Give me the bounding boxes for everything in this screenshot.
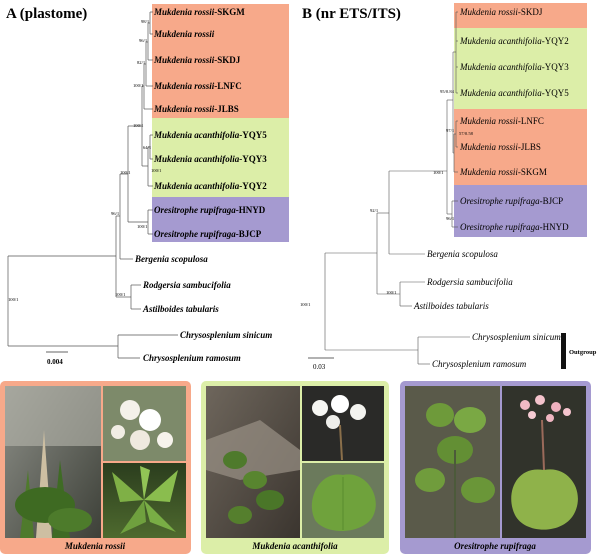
support-label: 100/1 [300, 302, 311, 307]
taxon-label: Mukdenia rossii-SKGM [459, 167, 547, 177]
taxon-label: Mukdenia rossii-SKGM [153, 7, 245, 17]
taxon-label: Mukdenia acanthifolia-YQY5 [153, 130, 267, 140]
support-label: 96/1 [446, 216, 455, 221]
tree-a-branches [7, 11, 178, 359]
tree-b-branches [324, 11, 470, 365]
taxon-label: Chrysosplenium sinicum [180, 330, 272, 340]
scale-label-a: 0.004 [47, 358, 63, 366]
support-label: 98/1 [141, 19, 150, 24]
oresitrophe-group-box-b [454, 185, 587, 237]
taxon-label: Mukdenia rossii-JLBS [153, 104, 239, 114]
support-label: 97/1 [446, 128, 455, 133]
support-label: 100/1 [386, 290, 397, 295]
rossii-group-box-b2 [454, 109, 587, 185]
taxon-label: Oresitrophe rupifraga-HNYD [154, 205, 266, 215]
support-label: 100/1 [133, 83, 144, 88]
support-label: 100/1 [115, 292, 126, 297]
taxon-label: Chrysosplenium ramosum [143, 353, 241, 363]
support-label: 100/1 [151, 168, 162, 173]
support-label: 100/1 [133, 123, 144, 128]
support-label: 96/1 [139, 38, 148, 43]
support-label: 100/1 [433, 170, 444, 175]
acanthifolia-group-box [152, 118, 289, 197]
taxa-a: Mukdenia rossii-SKGM Mukdenia rossii Muk… [134, 7, 272, 363]
photo-caption: Mukdenia acanthifolia [251, 541, 338, 551]
taxa-b: Mukdenia rossii-SKDJ Mukdenia acanthifol… [413, 7, 569, 369]
taxon-label: Mukdenia rossii-LNFC [459, 116, 544, 126]
taxon-label: Mukdenia acanthifolia-YQY3 [459, 62, 569, 72]
support-values-a: 98/1 96/1 82/1 100/1 100/1 64/1 100/1 10… [8, 19, 162, 302]
outgroup-label: Outgroup [569, 349, 597, 356]
taxon-label: Mukdenia acanthifolia-YQY2 [459, 36, 569, 46]
acanthifolia-group-box-b [454, 28, 587, 109]
photo-caption: Oresitrophe rupifraga [454, 541, 536, 551]
support-label: 100/1 [8, 297, 19, 302]
taxon-label: Rodgersia sambucifolia [426, 277, 513, 287]
support-label: 57/0.58 [459, 131, 474, 136]
taxon-label: Mukdenia acanthifolia-YQY2 [153, 181, 267, 191]
support-label: 64/1 [143, 145, 152, 150]
taxon-label: Bergenia scopulosa [134, 254, 208, 264]
taxon-label: Bergenia scopulosa [427, 249, 498, 259]
taxon-label: Mukdenia acanthifolia-YQY5 [459, 88, 569, 98]
scale-label-b: 0.03 [313, 363, 326, 371]
panel-b-title: B (nr ETS/ITS) [302, 6, 401, 22]
support-label: 95/0.84 [440, 89, 455, 94]
taxon-label: Mukdenia rossii-LNFC [153, 81, 242, 91]
taxon-label: Chrysosplenium sinicum [472, 332, 561, 342]
taxon-label: Mukdenia rossii-SKDJ [153, 55, 241, 65]
photo-caption: Mukdenia rossii [64, 541, 126, 551]
photo-panel-oresitrophe-rupifraga: Oresitrophe rupifraga [400, 381, 591, 554]
rossii-group-box [152, 4, 289, 118]
photo-panel-mukdenia-rossii: Mukdenia rossii [0, 381, 191, 554]
support-label: 100/1 [120, 170, 131, 175]
taxon-label: Rodgersia sambucifolia [142, 280, 231, 290]
taxon-label: Oresitrophe rupifraga-BJCP [460, 196, 563, 206]
support-label: 82/1 [137, 60, 146, 65]
oresitrophe-group-box [152, 197, 289, 242]
support-values-b: 95/0.84 97/1 57/0.58 100/1 96/1 92/1 100… [300, 89, 474, 307]
taxon-label: Oresitrophe rupifraga-BJCP [154, 229, 262, 239]
taxon-label: Oresitrophe rupifraga-HNYD [460, 222, 569, 232]
support-label: 100/1 [137, 224, 148, 229]
taxon-label: Mukdenia rossii-SKDJ [459, 7, 543, 17]
support-label: 92/1 [370, 208, 379, 213]
taxon-label: Astilboides tabularis [142, 304, 219, 314]
taxon-label: Chrysosplenium ramosum [432, 359, 527, 369]
taxon-label: Mukdenia rossii-JLBS [459, 142, 541, 152]
rossii-group-box-b1 [454, 3, 587, 28]
support-label: 96/1 [111, 211, 120, 216]
panel-a-title: A (plastome) [6, 6, 87, 22]
taxon-label: Mukdenia acanthifolia-YQY3 [153, 154, 267, 164]
taxon-label: Astilboides tabularis [413, 301, 489, 311]
outgroup-bar [561, 333, 566, 369]
taxon-label: Mukdenia rossii [153, 29, 215, 39]
photo-panel-mukdenia-acanthifolia: Mukdenia acanthifolia [201, 381, 389, 554]
